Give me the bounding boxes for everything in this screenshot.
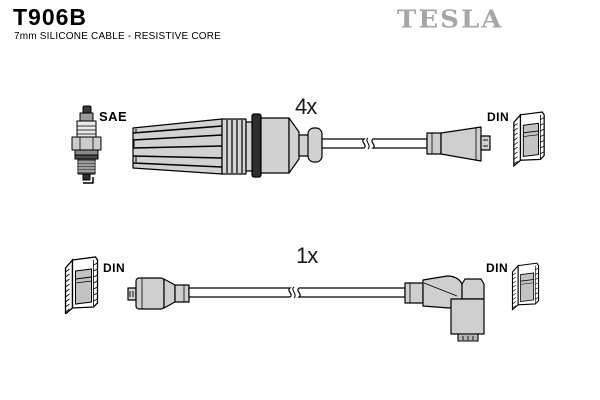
din-terminal-icon — [513, 111, 545, 167]
part-number: T906B — [13, 4, 88, 30]
quantity-label-top: 4x — [295, 94, 317, 119]
ignition-wire-top — [321, 137, 428, 150]
din-terminal-icon — [511, 262, 540, 311]
elbow-connector-bottom — [404, 275, 485, 342]
cable-spec-subtitle: 7mm SILICONE CABLE - RESISTIVE CORE — [14, 31, 222, 42]
spark-plug-boot-drawing — [132, 113, 323, 178]
coil-connector-bottom — [127, 277, 190, 310]
boot-flange — [251, 113, 262, 178]
cable-break-icon — [292, 286, 296, 299]
din-terminal-icon — [64, 256, 99, 314]
din-terminal-label-top: DIN — [487, 110, 510, 124]
distributor-connector-top — [426, 126, 491, 162]
spark-plug-icon — [71, 105, 102, 184]
brand-logo: TESLA — [397, 6, 504, 34]
quantity-label-bottom: 1x — [296, 243, 318, 268]
din-terminal-label-bottom-left: DIN — [103, 261, 126, 275]
din-terminal-label-bottom-right: DIN — [486, 261, 509, 275]
cable-break-icon — [366, 137, 370, 150]
ignition-wire-bottom — [188, 286, 406, 299]
sae-terminal-label: SAE — [99, 109, 128, 124]
